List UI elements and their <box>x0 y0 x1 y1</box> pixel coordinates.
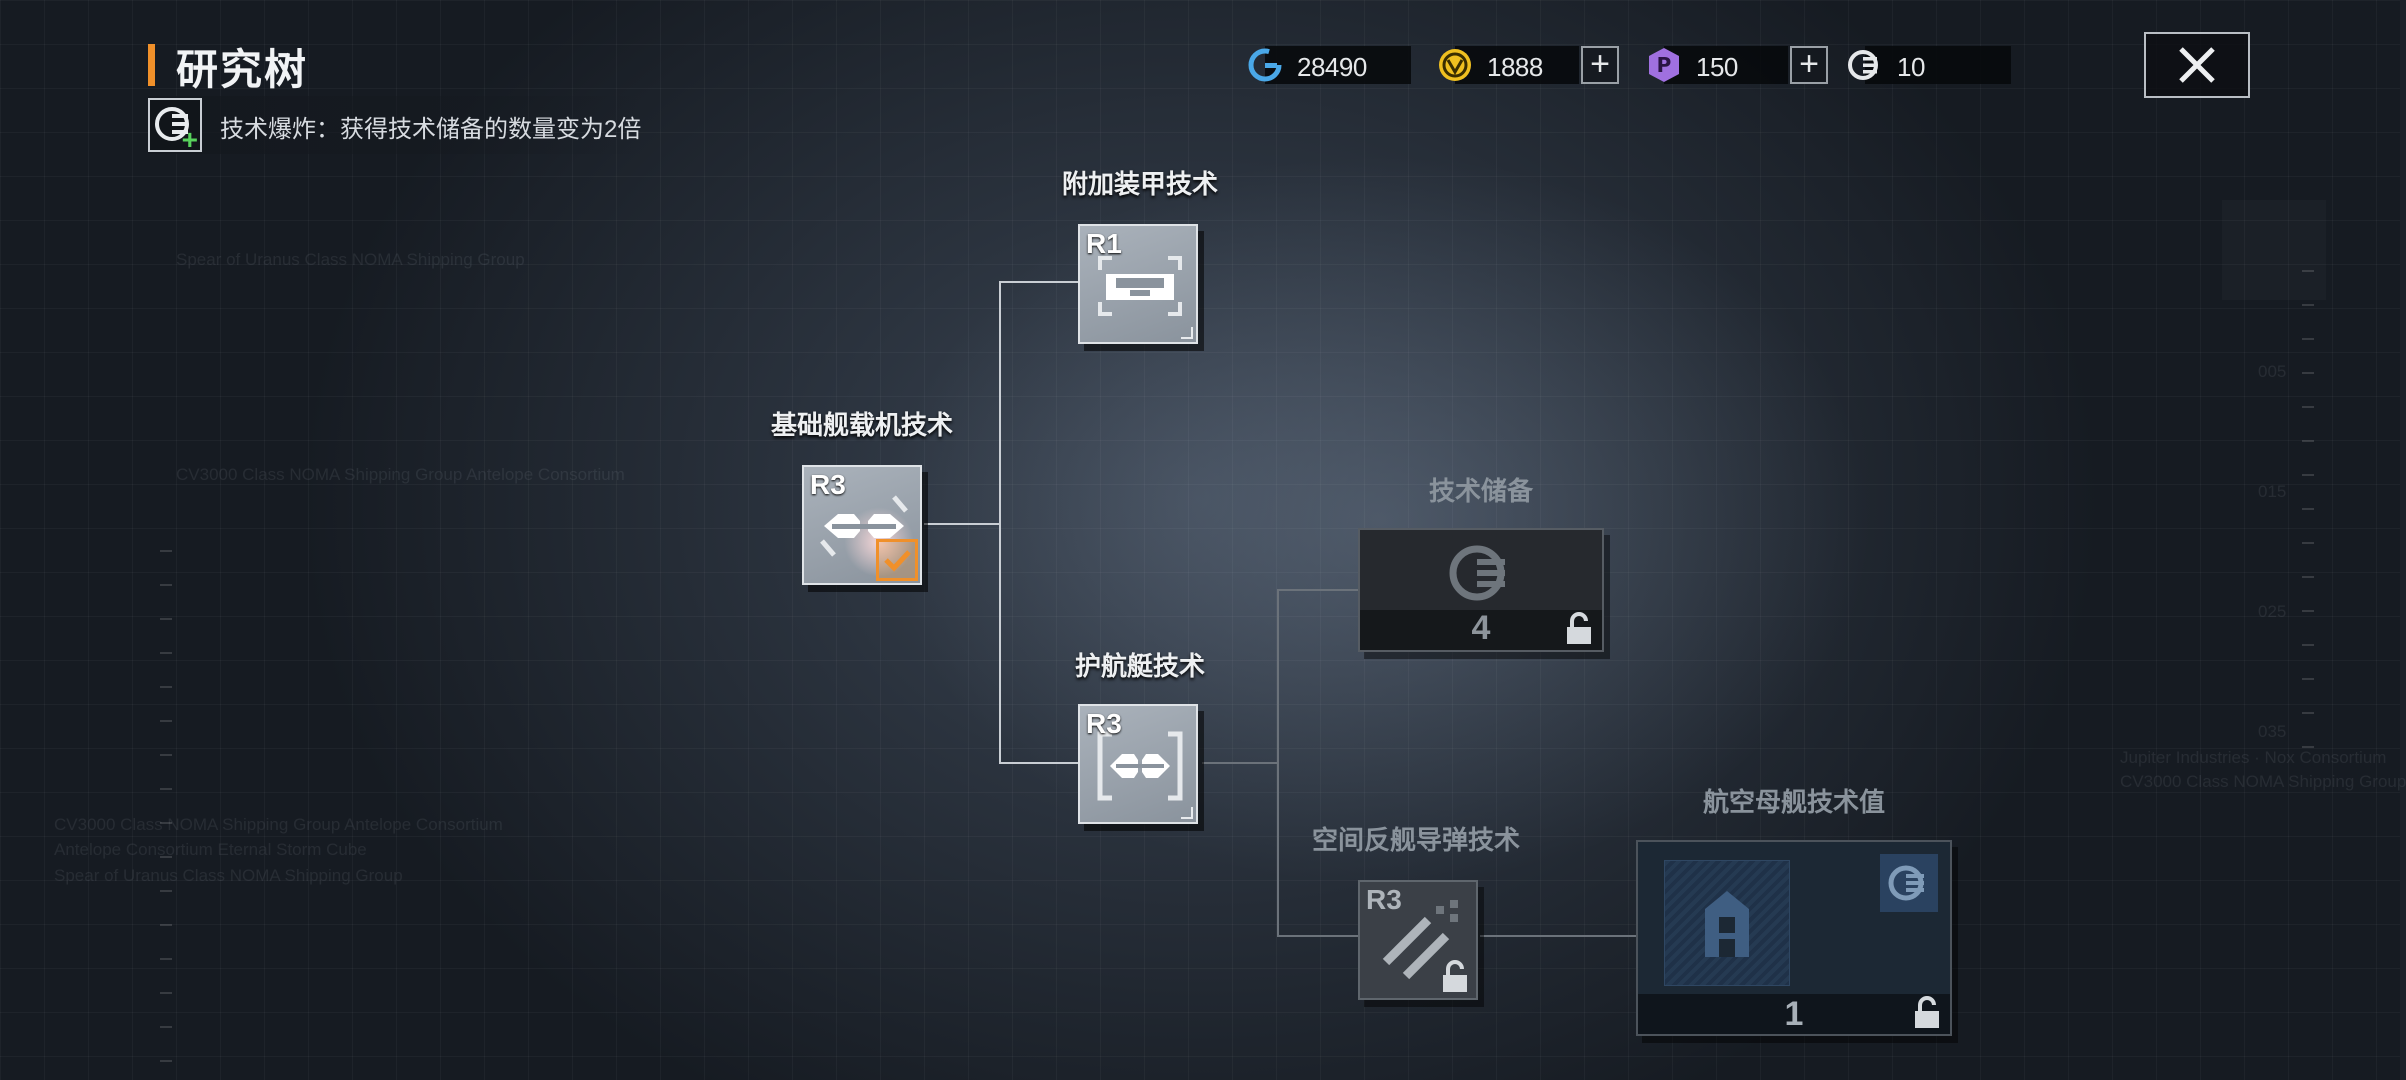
node-missile-rank: R3 <box>1366 884 1402 915</box>
close-button[interactable] <box>2144 32 2250 98</box>
bg-text: Antelope Consortium Eternal Storm Cube <box>54 840 367 859</box>
bg-text: Jupiter Industries · Nox Consortium <box>2120 748 2387 767</box>
node-escort-boat-tech[interactable]: R3 <box>1078 704 1198 824</box>
add-purple-button[interactable]: + <box>1790 46 1828 84</box>
ruler-label: 035 <box>2258 722 2287 741</box>
corner-mark <box>1181 327 1193 339</box>
currency-blue: 28490 <box>1248 46 1411 84</box>
node-basic-carrier-tech[interactable]: R3 <box>802 465 922 585</box>
currency-gold: 1888 <box>1439 46 1579 84</box>
tech-reserve-badge <box>1880 854 1938 912</box>
bg-text: CV3000 Class NOMA Shipping Group Antelop… <box>176 465 625 484</box>
node-escort-rank: R3 <box>1086 708 1122 739</box>
missile-icon <box>1382 900 1458 980</box>
node-escort-label: 护航艇技术 <box>1074 651 1206 681</box>
plus-icon: + <box>181 124 198 155</box>
tech-reserve-icon <box>1449 545 1505 601</box>
node-basic-rank: R3 <box>810 469 846 500</box>
blue-coin-icon <box>1248 48 1282 82</box>
title-accent-bar <box>148 44 155 86</box>
svg-text:P: P <box>1657 53 1672 77</box>
bg-text: CV3000 Class NOMA Shipping Group Antelop… <box>54 815 503 834</box>
node-reserve-label: 技术储备 <box>1428 476 1534 506</box>
node-carrier-count: 1 <box>1784 995 1804 1033</box>
node-additional-armor-tech[interactable]: R1 <box>1078 224 1198 344</box>
bg-text: CV3000 Class NOMA Shipping Group <box>2120 772 2406 791</box>
currency-tech-reserve-value: 10 <box>1897 52 1925 82</box>
node-tech-reserve[interactable]: 4 <box>1358 528 1604 652</box>
currency-blue-value: 28490 <box>1297 52 1367 82</box>
add-gold-button[interactable]: + <box>1581 46 1619 84</box>
currency-purple-value: 150 <box>1696 52 1738 82</box>
tech-reserve-icon <box>1848 50 1878 80</box>
currency-purple: P 150 <box>1649 46 1788 84</box>
tech-boost-banner: + 技术爆炸：获得技术储备的数量变为2倍 <box>148 96 648 154</box>
currency-gold-value: 1888 <box>1487 52 1543 82</box>
node-carrier-label: 航空母舰技术值 <box>1702 787 1886 817</box>
tech-reserve-icon <box>1888 865 1924 901</box>
lock-icon <box>1915 996 1939 1028</box>
carrier-image <box>1664 860 1790 986</box>
lock-icon <box>1567 612 1591 644</box>
lock-icon <box>1443 960 1467 992</box>
escort-boat-icon <box>1097 731 1183 801</box>
node-missile-label: 空间反舰导弹技术 <box>1311 825 1521 855</box>
bg-text: Spear of Uranus Class NOMA Shipping Grou… <box>176 250 525 269</box>
side-ruler <box>160 550 172 1070</box>
researched-check-icon <box>876 539 918 581</box>
node-space-missile-tech[interactable]: R3 <box>1358 880 1478 1000</box>
count-bar <box>1360 610 1602 650</box>
gold-coin-icon <box>1439 49 1471 81</box>
node-carrier-tech-value[interactable]: 1 <box>1636 840 1952 1036</box>
node-reserve-count: 4 <box>1471 609 1491 647</box>
ruler-label: 015 <box>2258 482 2287 501</box>
ruler-label: 025 <box>2258 602 2287 621</box>
node-basic-label: 基础舰载机技术 <box>770 410 954 440</box>
tech-boost-icon[interactable]: + <box>148 98 202 155</box>
hangar-icon <box>1705 891 1749 957</box>
close-icon <box>2179 47 2215 83</box>
fighter-wing-icon <box>820 495 908 557</box>
corner-mark <box>1181 807 1193 819</box>
page-title: 研究树 <box>176 46 309 93</box>
side-ruler <box>2302 270 2314 750</box>
ruler-label: 005 <box>2258 362 2287 381</box>
node-armor-rank: R1 <box>1086 228 1122 259</box>
currency-tech-reserve: 10 <box>1848 46 2011 84</box>
purple-p-icon: P <box>1649 48 1679 82</box>
armor-plate-icon <box>1098 256 1182 316</box>
bg-text: Spear of Uranus Class NOMA Shipping Grou… <box>54 866 403 885</box>
count-bar <box>1638 994 1950 1034</box>
node-armor-label: 附加装甲技术 <box>1061 169 1219 199</box>
tech-boost-description: 技术爆炸：获得技术储备的数量变为2倍 <box>220 116 642 143</box>
